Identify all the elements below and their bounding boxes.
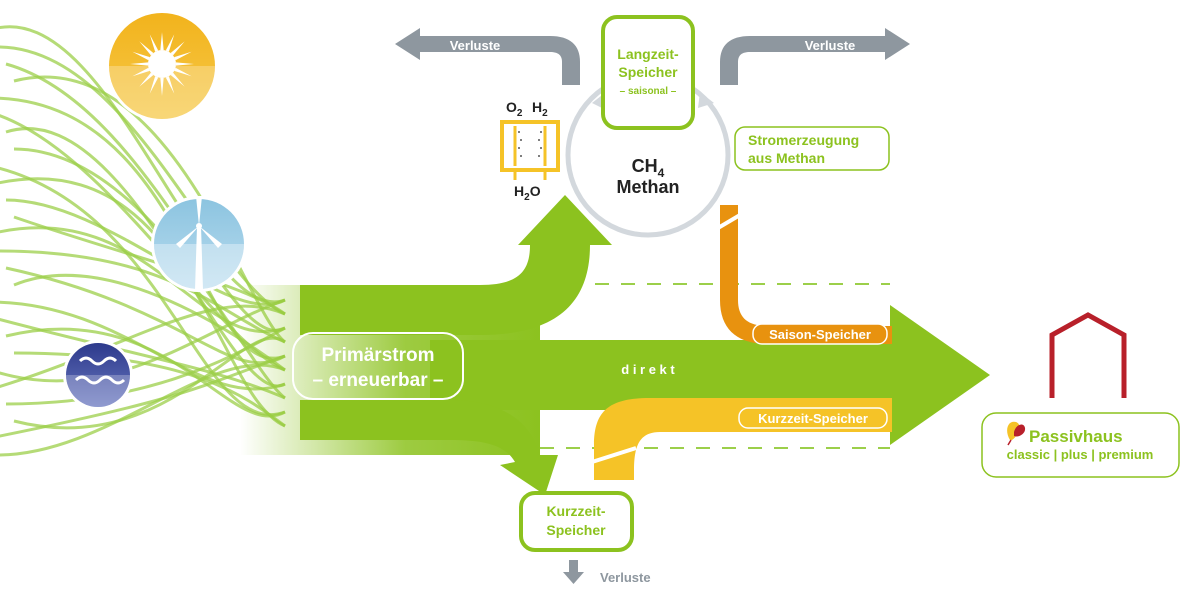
sun-ray — [149, 34, 159, 52]
sun-ray — [132, 51, 150, 61]
sun-ray — [165, 76, 175, 94]
saison-speicher-label: Saison-Speicher — [769, 327, 871, 342]
stromerzeugung-label-1: Stromerzeugung — [748, 132, 859, 148]
verluste-bottom-label: Verluste — [600, 570, 651, 585]
kurzzeit-flow-break — [591, 446, 637, 464]
langzeit-speicher-box — [601, 15, 695, 130]
verluste-right-arrow — [720, 28, 910, 85]
sun-ray — [160, 32, 164, 51]
up-branch-arrow — [300, 195, 612, 335]
house-icon — [1049, 312, 1127, 398]
saison-flow-break — [716, 213, 742, 230]
sun-ray — [165, 34, 175, 52]
sun-ray — [149, 76, 159, 94]
primaerstrom-label-1: Primärstrom — [322, 345, 435, 366]
sun-ray — [170, 72, 185, 87]
water-wave-icon — [63, 340, 133, 410]
sun-ray — [170, 41, 185, 56]
sun-ray — [174, 51, 192, 61]
primaerstrom-box — [292, 332, 464, 400]
kurzzeit-speicher-box-label-2: Speicher — [546, 522, 606, 538]
electrolyser-icon — [500, 120, 560, 180]
passivhaus-logo-icon — [1007, 421, 1026, 446]
langzeit-speicher-label-1: Langzeit- — [617, 46, 679, 62]
passivhaus-label: Passivhaus — [1029, 427, 1123, 446]
sun-ray — [139, 72, 154, 87]
stromerzeugung-label-2: aus Methan — [748, 150, 825, 166]
stromerzeugung-box — [734, 126, 890, 171]
cycle-arrowhead-right — [698, 92, 714, 108]
wind-turbine-icon — [151, 196, 247, 292]
sun-ray — [130, 62, 149, 66]
verluste-left-label: Verluste — [450, 38, 501, 53]
langzeit-speicher-label-2: Speicher — [618, 64, 678, 80]
direkt-label: d i r e k t — [621, 362, 675, 377]
saison-speicher-flow — [720, 205, 892, 344]
kurzzeit-speicher-label-box — [738, 407, 888, 429]
h2-label: H2 — [532, 99, 548, 119]
passivhaus-box — [981, 412, 1180, 478]
sun-ray — [175, 62, 194, 66]
sun-ray — [139, 41, 154, 56]
sun-icon — [106, 10, 218, 122]
methan-label: Methan — [617, 177, 680, 197]
ch4-label: CH4 — [632, 156, 665, 180]
kurzzeit-speicher-box-label-1: Kurzzeit- — [546, 503, 605, 519]
sun-ray — [160, 77, 164, 96]
h2o-label: H2O — [514, 183, 541, 203]
primaerstrom-label-2: – erneuerbar – — [313, 370, 444, 391]
kurzzeit-speicher-box — [519, 491, 634, 552]
verluste-bottom-arrow — [563, 560, 584, 584]
sun-ray — [174, 67, 192, 77]
saison-speicher-label-box — [752, 323, 888, 345]
down-branch-arrow — [300, 400, 558, 495]
o2-label: O2 — [506, 99, 523, 119]
sun-ray — [132, 67, 150, 77]
passivhaus-classes-label: classic | plus | premium — [1007, 447, 1154, 462]
verluste-right-label: Verluste — [805, 38, 856, 53]
langzeit-speicher-sub: – saisonal – — [620, 86, 677, 97]
verluste-left-arrow — [395, 28, 580, 85]
kurzzeit-speicher-flow-label: Kurzzeit-Speicher — [758, 411, 868, 426]
